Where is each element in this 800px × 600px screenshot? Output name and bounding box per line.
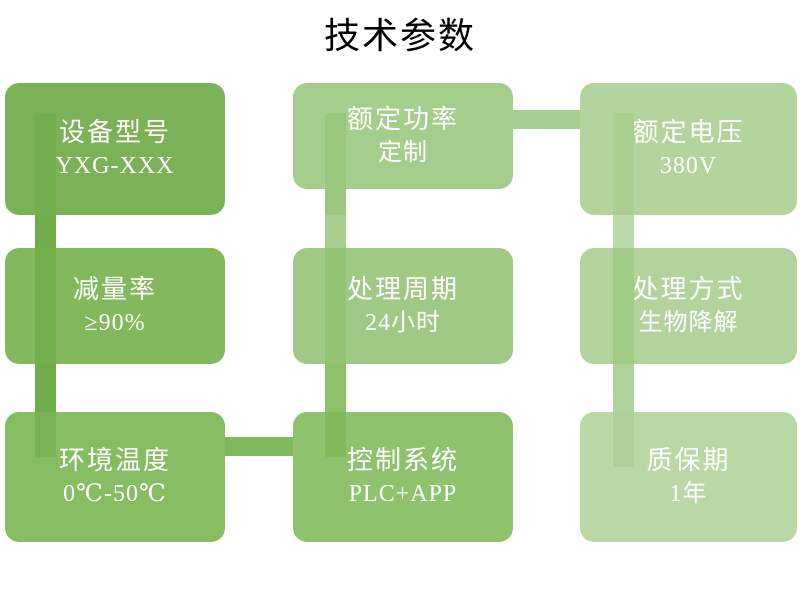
card-label-rated-voltage: 额定电压 bbox=[632, 118, 745, 147]
card-value-rated-power: 定制 bbox=[378, 140, 428, 166]
card-value-device-model: YXG-XXX bbox=[55, 153, 175, 179]
card-label-device-model: 设备型号 bbox=[58, 118, 171, 147]
connector-h-r3-c1-c2 bbox=[210, 437, 310, 456]
card-rated-voltage[interactable]: 额定电压 380V bbox=[580, 83, 797, 215]
connector-v-col2-r2-r3 bbox=[325, 352, 346, 430]
card-label-warranty-period: 质保期 bbox=[646, 446, 731, 475]
card-value-treatment-cycle: 24小时 bbox=[365, 310, 441, 336]
card-label-ambient-temp: 环境温度 bbox=[58, 446, 171, 475]
card-label-treatment-cycle: 处理周期 bbox=[346, 275, 459, 304]
page-title: 技术参数 bbox=[323, 16, 476, 56]
card-treatment-cycle[interactable]: 处理周期 24小时 bbox=[293, 248, 513, 364]
card-device-model[interactable]: 设备型号 YXG-XXX bbox=[5, 83, 225, 215]
card-label-control-system: 控制系统 bbox=[346, 446, 459, 475]
connector-v-col3-r2-r3 bbox=[613, 352, 634, 430]
card-value-treatment-method: 生物降解 bbox=[638, 310, 739, 336]
card-ambient-temp[interactable]: 环境温度 0℃-50℃ bbox=[5, 412, 225, 542]
card-value-warranty-period: 1年 bbox=[669, 481, 708, 507]
card-value-reduction-rate: ≥90% bbox=[84, 310, 146, 336]
connector-h-r1-c2-c3 bbox=[498, 110, 600, 129]
card-label-reduction-rate: 减量率 bbox=[72, 275, 157, 304]
card-rated-power[interactable]: 额定功率定制 bbox=[293, 83, 513, 189]
card-treatment-method[interactable]: 处理方式生物降解 bbox=[580, 248, 797, 364]
card-warranty-period[interactable]: 质保期 1年 bbox=[580, 412, 797, 542]
card-value-ambient-temp: 0℃-50℃ bbox=[63, 481, 167, 507]
card-reduction-rate[interactable]: 减量率 ≥90% bbox=[5, 248, 225, 364]
card-value-rated-voltage: 380V bbox=[659, 153, 718, 179]
card-value-control-system: PLC+APP bbox=[348, 481, 458, 507]
card-label-rated-power: 额定功率 bbox=[346, 105, 459, 134]
card-label-treatment-method: 处理方式 bbox=[632, 275, 745, 304]
card-control-system[interactable]: 控制系统 PLC+APP bbox=[293, 412, 513, 542]
